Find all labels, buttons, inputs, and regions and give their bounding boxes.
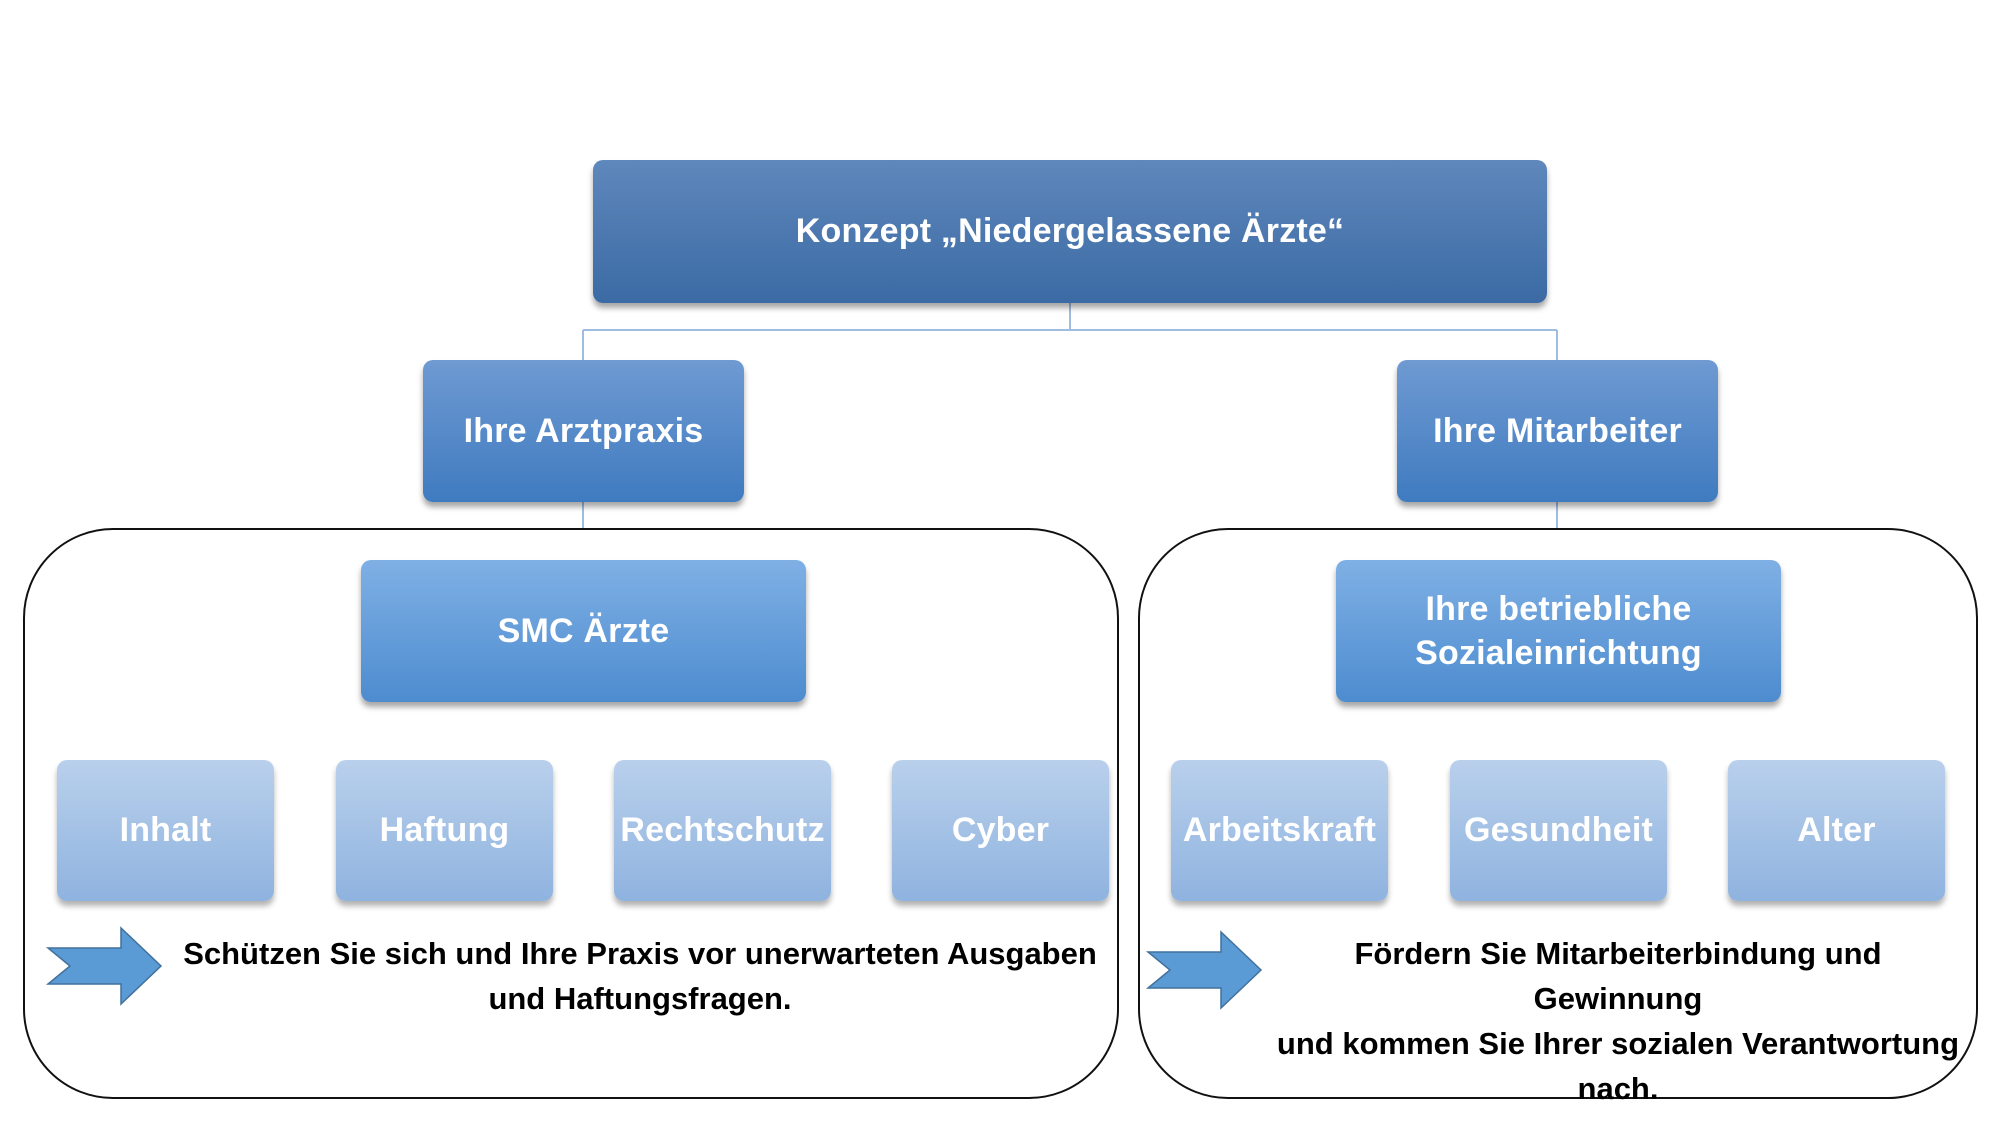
right-arrow-icon (1145, 930, 1263, 1010)
leaf-node-arbeitskraft: Arbeitskraft (1171, 760, 1388, 901)
branch-label-arztpraxis: Ihre Arztpraxis (463, 411, 704, 450)
branch-node-arztpraxis: Ihre Arztpraxis (423, 360, 744, 502)
message-line-2: und kommen Sie Ihrer sozialen Verantwort… (1276, 1025, 1960, 1061)
product-node-smc-aerzte: SMC Ärzte (361, 560, 806, 702)
product-label-line-2: Sozialeinrichtung (1415, 634, 1702, 672)
product-label-line-1: Ihre betriebliche (1425, 589, 1692, 628)
message-line-2: und Haftungsfragen. (488, 980, 792, 1016)
leaf-label-rechtschutz: Rechtschutz (620, 811, 825, 850)
branch-node-mitarbeiter: Ihre Mitarbeiter (1397, 360, 1718, 502)
right-arrow-icon (45, 926, 163, 1006)
leaf-label-cyber: Cyber (951, 811, 1050, 850)
root-label: Konzept „Niedergelassene Ärzte“ (795, 212, 1345, 251)
leaf-node-rechtschutz: Rechtschutz (614, 760, 831, 901)
message-mitarbeiter: Fördern Sie Mitarbeiterbindung und Gewin… (1268, 932, 1968, 1112)
leaf-label-gesundheit: Gesundheit (1463, 811, 1654, 850)
leaf-node-cyber: Cyber (892, 760, 1109, 901)
leaf-label-arbeitskraft: Arbeitskraft (1182, 811, 1377, 850)
message-arztpraxis: Schützen Sie sich und Ihre Praxis vor un… (175, 932, 1105, 1022)
leaf-node-inhalt: Inhalt (57, 760, 274, 901)
leaf-node-alter: Alter (1728, 760, 1945, 901)
product-node-sozialeinrichtung: Ihre betriebliche Sozialeinrichtung (1336, 560, 1781, 702)
leaf-label-inhalt: Inhalt (119, 811, 212, 850)
message-line-1: Schützen Sie sich und Ihre Praxis vor un… (183, 936, 1097, 971)
leaf-node-haftung: Haftung (336, 760, 553, 901)
message-line-1: Fördern Sie Mitarbeiterbindung und Gewin… (1354, 936, 1882, 1016)
leaf-label-haftung: Haftung (379, 811, 510, 850)
product-label-smc-aerzte: SMC Ärzte (497, 611, 670, 650)
leaf-node-gesundheit: Gesundheit (1450, 760, 1667, 901)
message-line-3: nach. (1577, 1070, 1659, 1106)
branch-label-mitarbeiter: Ihre Mitarbeiter (1433, 411, 1682, 450)
root-node: Konzept „Niedergelassene Ärzte“ (593, 160, 1547, 303)
leaf-label-alter: Alter (1797, 811, 1876, 850)
